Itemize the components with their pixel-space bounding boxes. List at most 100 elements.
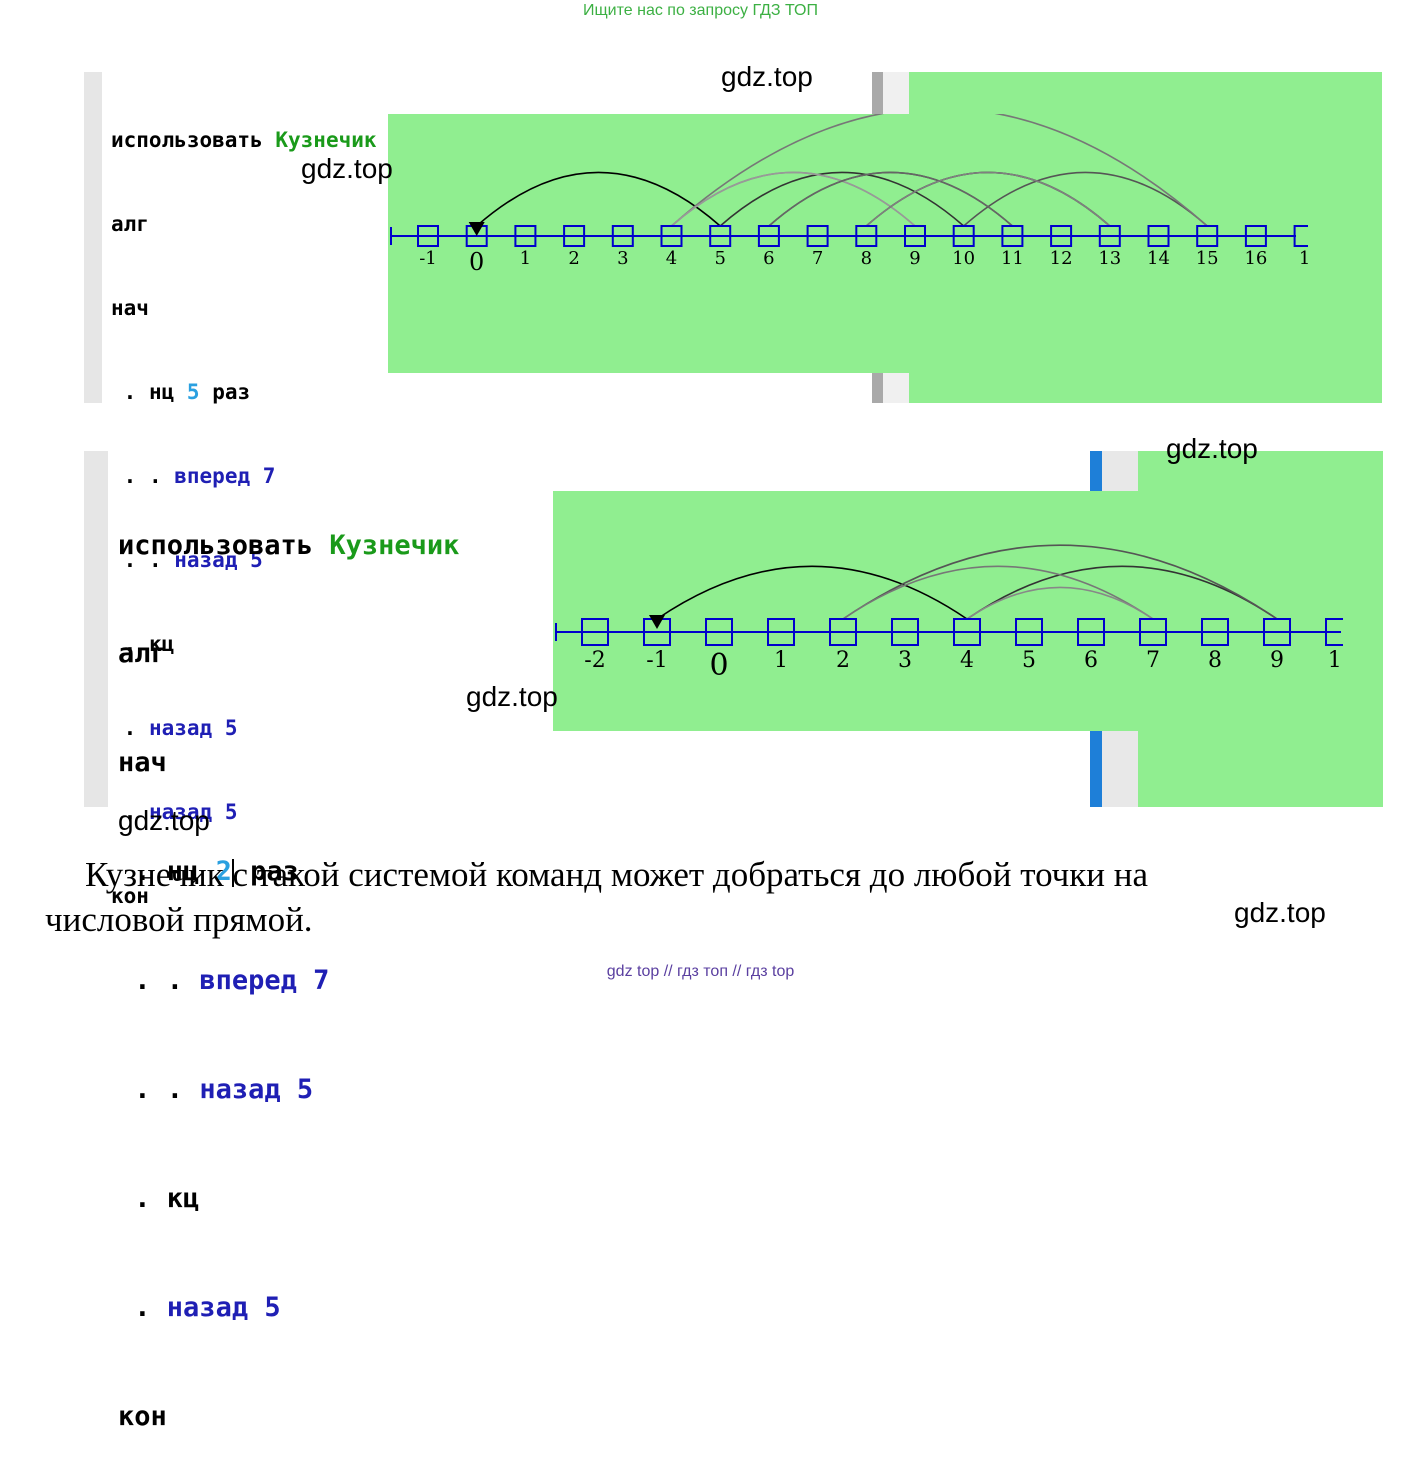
tick-label: 8 xyxy=(861,248,872,269)
jump-arc xyxy=(963,171,1208,227)
code-line: использовать Кузнечик xyxy=(111,126,377,154)
tick-label: 1 xyxy=(1299,248,1308,269)
tick-label: 1( xyxy=(1328,648,1343,673)
tick-box xyxy=(1077,618,1105,646)
tick-label: 0 xyxy=(709,648,728,683)
keyword-loop: нц xyxy=(166,856,200,888)
code-line: . назад 5 xyxy=(111,714,377,742)
tick-label: -1 xyxy=(419,248,437,269)
program-1-code[interactable]: использовать Кузнечик алг нач . нц 5 раз… xyxy=(111,70,377,938)
code-line: нач xyxy=(118,745,459,781)
indent-dot: . xyxy=(123,716,137,740)
tick-box xyxy=(417,225,439,247)
tick-label: 5 xyxy=(1022,648,1036,673)
jump-arc xyxy=(865,171,1111,227)
tick-box xyxy=(514,225,537,247)
tick-label: 6 xyxy=(763,248,774,269)
answer-line-1: Кузнечик с такой системой команд может д… xyxy=(85,855,1149,894)
tick-label: 11 xyxy=(1001,248,1024,269)
keyword-endloop: кц xyxy=(166,1182,200,1214)
watermark: gdz.top xyxy=(1234,897,1326,928)
watermark: gdz.top xyxy=(118,805,210,836)
jump-arc xyxy=(656,565,968,620)
keyword-alg: алг xyxy=(118,638,167,670)
command-back: назад xyxy=(148,800,213,824)
tick-box xyxy=(1001,225,1024,247)
grasshopper-marker xyxy=(468,222,485,236)
editor-gutter-1 xyxy=(84,72,102,403)
tick-box xyxy=(904,225,926,247)
command-arg: 5 xyxy=(224,800,238,824)
tick-box xyxy=(757,225,780,247)
jump-arc xyxy=(842,544,1278,620)
watermark: gdz.top xyxy=(1166,433,1258,464)
tick-label: 9 xyxy=(1270,648,1284,673)
top-banner[interactable]: Ищите нас по запросу ГДЗ ТОП xyxy=(583,2,818,19)
code-line: нач xyxy=(111,294,377,322)
tick-label: 7 xyxy=(812,248,823,269)
text-cursor xyxy=(231,858,234,887)
command-back: назад xyxy=(166,1291,249,1323)
indent-dot: . . xyxy=(123,548,162,572)
tick-box xyxy=(1196,225,1219,247)
keyword-begin: нач xyxy=(111,296,149,320)
tick-box xyxy=(1263,618,1291,646)
command-arg: 5 xyxy=(224,716,238,740)
indent-dot: . xyxy=(123,632,137,656)
tick-box xyxy=(581,618,609,646)
command-arg: 7 xyxy=(313,965,330,997)
jump-arc xyxy=(966,565,1278,620)
executor-name: Кузнечик xyxy=(275,128,377,152)
jump-arc xyxy=(966,586,1154,620)
tick-label: 7 xyxy=(1146,648,1160,673)
command-back: назад xyxy=(174,548,238,572)
keyword-alg: алг xyxy=(111,212,149,236)
tick-box xyxy=(767,618,795,646)
keyword-end: кон xyxy=(111,884,149,908)
code-line: . кц xyxy=(118,1181,459,1217)
tick-box xyxy=(1147,225,1170,247)
tick-box xyxy=(709,225,732,247)
indent-dot: . . xyxy=(134,965,184,997)
command-back: назад xyxy=(199,1074,281,1106)
field-panel-1 xyxy=(388,114,923,373)
code-line: . . вперед 7 xyxy=(111,462,377,490)
code-line: алг xyxy=(118,636,459,672)
indent-dot: . xyxy=(134,856,151,888)
command-arg: 5 xyxy=(250,548,263,572)
code-line: . назад 5 xyxy=(118,1290,459,1326)
tick-label: 15 xyxy=(1196,248,1219,269)
jump-arc xyxy=(719,171,965,227)
grasshopper-marker xyxy=(649,615,665,629)
jump-arc xyxy=(670,171,916,227)
keyword-times: раз xyxy=(212,380,251,404)
tick-label: 3 xyxy=(898,648,912,673)
tick-box xyxy=(1015,618,1043,646)
editor-gutter-2 xyxy=(84,451,108,807)
indent-dot: . xyxy=(134,1291,151,1323)
indent-dot: . xyxy=(123,800,137,824)
keyword-use: использовать xyxy=(118,529,314,561)
tick-label: 1 xyxy=(520,248,531,269)
tick-label: 4 xyxy=(960,648,974,673)
watermark: gdz.top xyxy=(301,153,393,184)
keyword-end: кон xyxy=(118,1400,167,1432)
indent-dot: . xyxy=(134,1182,151,1214)
tick-label: 3 xyxy=(617,248,628,269)
tick-label: 16 xyxy=(1244,248,1267,269)
field-panel-2 xyxy=(553,491,1138,731)
tick-label: 8 xyxy=(1208,648,1222,673)
tick-box xyxy=(660,225,683,247)
tick-box xyxy=(563,225,586,247)
tick-label: 0 xyxy=(469,248,484,276)
tick-label: 14 xyxy=(1147,248,1170,269)
watermark: gdz.top xyxy=(466,681,558,712)
jump-arc xyxy=(768,171,1013,227)
footer-links[interactable]: gdz top // гдз топ // гдз top xyxy=(606,963,795,980)
tick-label: 13 xyxy=(1098,248,1121,269)
tick-box xyxy=(1139,618,1167,646)
code-line: алг xyxy=(111,210,377,238)
answer-line-2: числовой прямой. xyxy=(45,900,313,939)
